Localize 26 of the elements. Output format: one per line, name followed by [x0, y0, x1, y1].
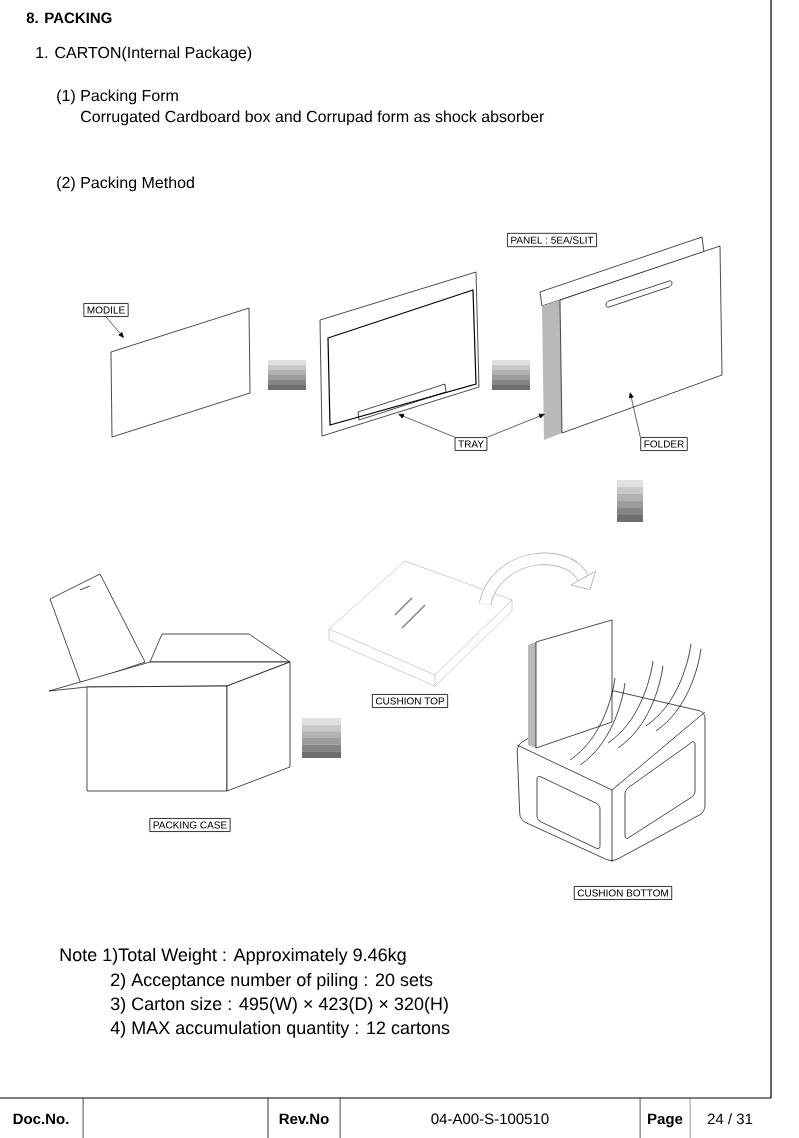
label-box: MODILE: [83, 303, 129, 317]
footer-text: 24 / 31: [707, 1113, 753, 1125]
note-text: Note 1)Total Weight : Approximately 9.46kg: [60, 947, 406, 965]
label-box: CUSHION TOP: [371, 694, 449, 708]
body-text: Corrugated Cardboard box and Corrupad form as shock absorber: [81, 110, 545, 126]
label-box: FOLDER: [640, 437, 688, 451]
note-text: 2) Acceptance number of piling : 20 sets: [111, 972, 433, 990]
leader-line: [628, 392, 641, 438]
label-box: PANEL : 5EA/SLIT: [507, 232, 597, 248]
heading: 8. PACKING: [26, 12, 112, 24]
footer-label: Doc.No.: [13, 1113, 69, 1125]
footer-label: Page: [648, 1113, 683, 1128]
leader-line: [398, 413, 455, 438]
tray-drawing: [319, 271, 480, 437]
subheading: (2) Packing Method: [57, 176, 194, 192]
note-text: 4) MAX accumulation quantity : 12 cartons: [110, 1020, 450, 1038]
subheading: (1) Packing Form: [57, 89, 178, 105]
footer-label: Rev.No: [279, 1113, 329, 1125]
heading: 1. CARTON(Internal Package): [36, 46, 252, 62]
label-box: PACKING CASE: [149, 818, 231, 832]
label-box: CUSHION BOTTOM: [573, 886, 673, 900]
label-box: TRAY: [454, 437, 488, 451]
leader-line: [105, 316, 124, 338]
note-text: 3) Carton size : 495(W) × 423(D) × 320(H): [110, 996, 448, 1014]
leader-line: [487, 413, 545, 438]
footer-text: 04-A00-S-100510: [431, 1113, 549, 1125]
